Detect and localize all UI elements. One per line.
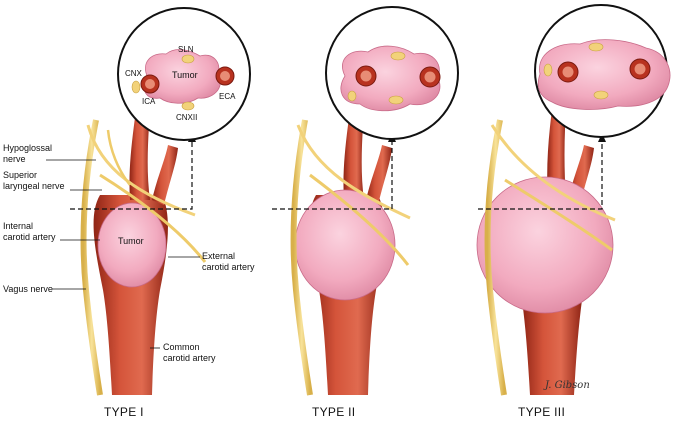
inset3-tumor [537, 39, 671, 110]
type3-tumor [476, 176, 614, 314]
type3-common-carotid [522, 300, 582, 395]
inset-eca-label: ECA [219, 92, 236, 101]
section-lines [70, 140, 603, 210]
type2-vagus-nerve [290, 119, 313, 396]
vagus-nerve-label: Vagus nerve [3, 284, 53, 294]
tumor-label: Tumor [118, 236, 144, 246]
type-3-caption: TYPE III [518, 405, 566, 419]
inset1-sln-nerve [181, 54, 195, 64]
inset-sln-label: SLN [178, 45, 194, 54]
type1-anatomy [80, 110, 207, 396]
inset-type2 [325, 6, 459, 140]
inset-type1 [117, 7, 251, 141]
type3-hypoglossal-nerve [490, 124, 616, 222]
type-2-caption: TYPE II [312, 405, 356, 419]
type2-anatomy [290, 110, 411, 396]
type1-laryngeal-nerve [99, 173, 207, 263]
inset2-top-nerve [390, 51, 406, 61]
type1-vagus-nerve [80, 119, 103, 396]
artist-signature: J. Gibson [545, 380, 590, 391]
type3-section-line [478, 140, 603, 210]
inset3-bottom-nerve [593, 90, 609, 100]
inset2-left-nerve [347, 90, 357, 102]
type3-anatomy [476, 110, 616, 396]
type-1-caption: TYPE I [104, 405, 144, 419]
type1-tumor [97, 202, 167, 288]
type2-laryngeal-nerve [309, 173, 410, 266]
inset1-cnxii-nerve [181, 101, 195, 111]
inset2-bottom-nerve [388, 95, 404, 105]
type1-section-line [70, 140, 193, 210]
inset-cnxii-label: CNXII [176, 113, 198, 122]
inset3-left-nerve [543, 63, 553, 77]
inset1-cnx-nerve [131, 80, 141, 94]
type2-external-carotid [366, 145, 392, 205]
inset3-top-nerve [588, 42, 604, 52]
inset-tumor-label: Tumor [172, 70, 198, 80]
type3-laryngeal-nerve [504, 178, 613, 252]
inset-type3 [534, 4, 671, 138]
type3-vagus-nerve [484, 119, 507, 396]
type2-hypoglossal-nerve [296, 124, 411, 220]
type2-tumor [294, 189, 396, 301]
inset-cnx-label: CNX [125, 69, 142, 78]
type2-section-line [272, 140, 393, 210]
type1-external-carotid [152, 145, 178, 205]
type2-internal-carotid [343, 110, 364, 200]
type1-internal-carotid [129, 110, 150, 200]
inset-ica-label: ICA [142, 97, 156, 106]
